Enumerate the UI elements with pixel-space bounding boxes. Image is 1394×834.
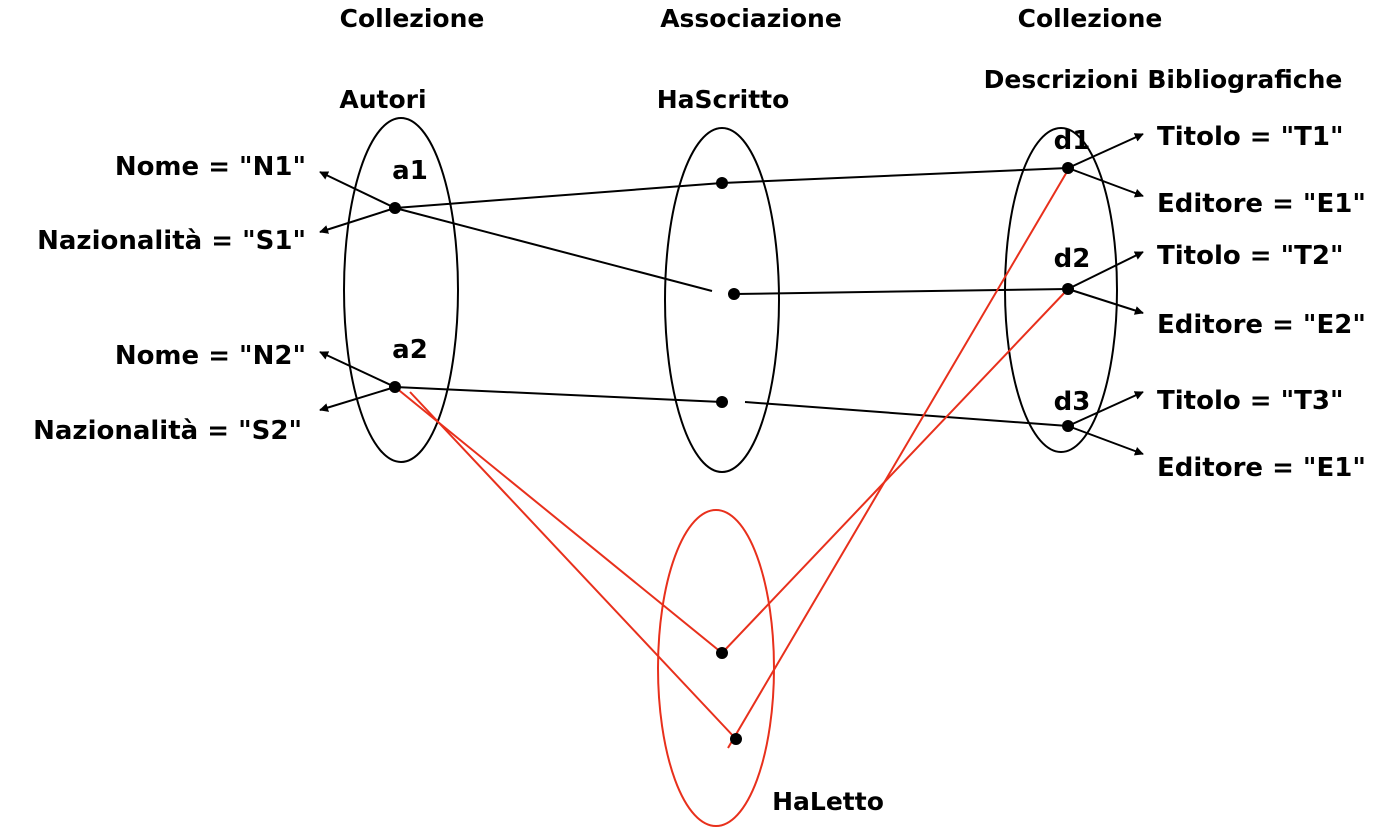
a1-nazionalita-attr: Nazionalità = "S1" (37, 226, 306, 256)
arrow-a1-nazionalita (319, 207, 396, 234)
arrow-a1-nome (319, 171, 396, 209)
arrow-d2-titolo (1067, 251, 1144, 290)
d3-editore-attr: Editore = "E1" (1157, 453, 1366, 483)
label-d2: d2 (1054, 244, 1091, 274)
arrow-d1-titolo (1067, 133, 1144, 169)
d2-titolo-attr: Titolo = "T2" (1157, 241, 1344, 271)
a1-nome-attr: Nome = "N1" (115, 152, 306, 182)
arrow-a2-nazionalita (319, 386, 396, 412)
d2-editore-attr: Editore = "E2" (1157, 310, 1366, 340)
node-d2 (1062, 283, 1074, 295)
node-d3 (1062, 420, 1074, 432)
hascritto-set-ellipse (664, 127, 780, 473)
edge-a1-r1 (394, 182, 723, 209)
edge-r3-d3 (744, 401, 1069, 427)
autori-set-ellipse (343, 117, 459, 463)
node-hascritto-1 (716, 177, 728, 189)
arrow-a2-nome (319, 351, 396, 388)
haletto-set-ellipse (657, 509, 775, 827)
edge-r1-d1 (721, 167, 1069, 184)
edge-r2-d2 (733, 288, 1069, 295)
edge-l2-d1 (727, 169, 1069, 749)
edge-a2-l2 (409, 391, 737, 740)
a2-nazionalita-attr: Nazionalità = "S2" (33, 416, 302, 446)
label-a1: a1 (392, 156, 428, 186)
arrow-d3-titolo (1067, 391, 1144, 427)
hascritto-header-line2: HaScritto (657, 85, 790, 114)
d3-titolo-attr: Titolo = "T3" (1157, 386, 1344, 416)
d1-editore-attr: Editore = "E1" (1157, 189, 1366, 219)
hascritto-header-line1: Associazione (660, 4, 842, 33)
arrow-d3-editore (1067, 425, 1144, 456)
descrizioni-header-line2: Descrizioni Bibliografiche (984, 65, 1343, 94)
node-a1 (389, 202, 401, 214)
edge-a2-l1 (394, 386, 723, 654)
edge-a1-r2 (394, 207, 713, 292)
label-d3: d3 (1054, 387, 1091, 417)
node-hascritto-3 (716, 396, 728, 408)
label-a2: a2 (392, 335, 428, 365)
node-a2 (389, 381, 401, 393)
haletto-label: HaLetto (772, 787, 884, 816)
autori-header-line2: Autori (339, 85, 426, 114)
edge-a2-r3 (394, 386, 723, 403)
d1-titolo-attr: Titolo = "T1" (1157, 122, 1344, 152)
edge-l1-d2 (721, 288, 1069, 654)
node-hascritto-2 (728, 288, 740, 300)
arrow-d2-editore (1067, 288, 1144, 315)
node-haletto-1 (716, 647, 728, 659)
label-d1: d1 (1054, 126, 1091, 156)
autori-header-line1: Collezione (340, 4, 485, 33)
arrow-d1-editore (1067, 167, 1144, 198)
node-d1 (1062, 162, 1074, 174)
descrizioni-header-line1: Collezione (1018, 4, 1163, 33)
node-haletto-2 (730, 733, 742, 745)
a2-nome-attr: Nome = "N2" (115, 341, 306, 371)
